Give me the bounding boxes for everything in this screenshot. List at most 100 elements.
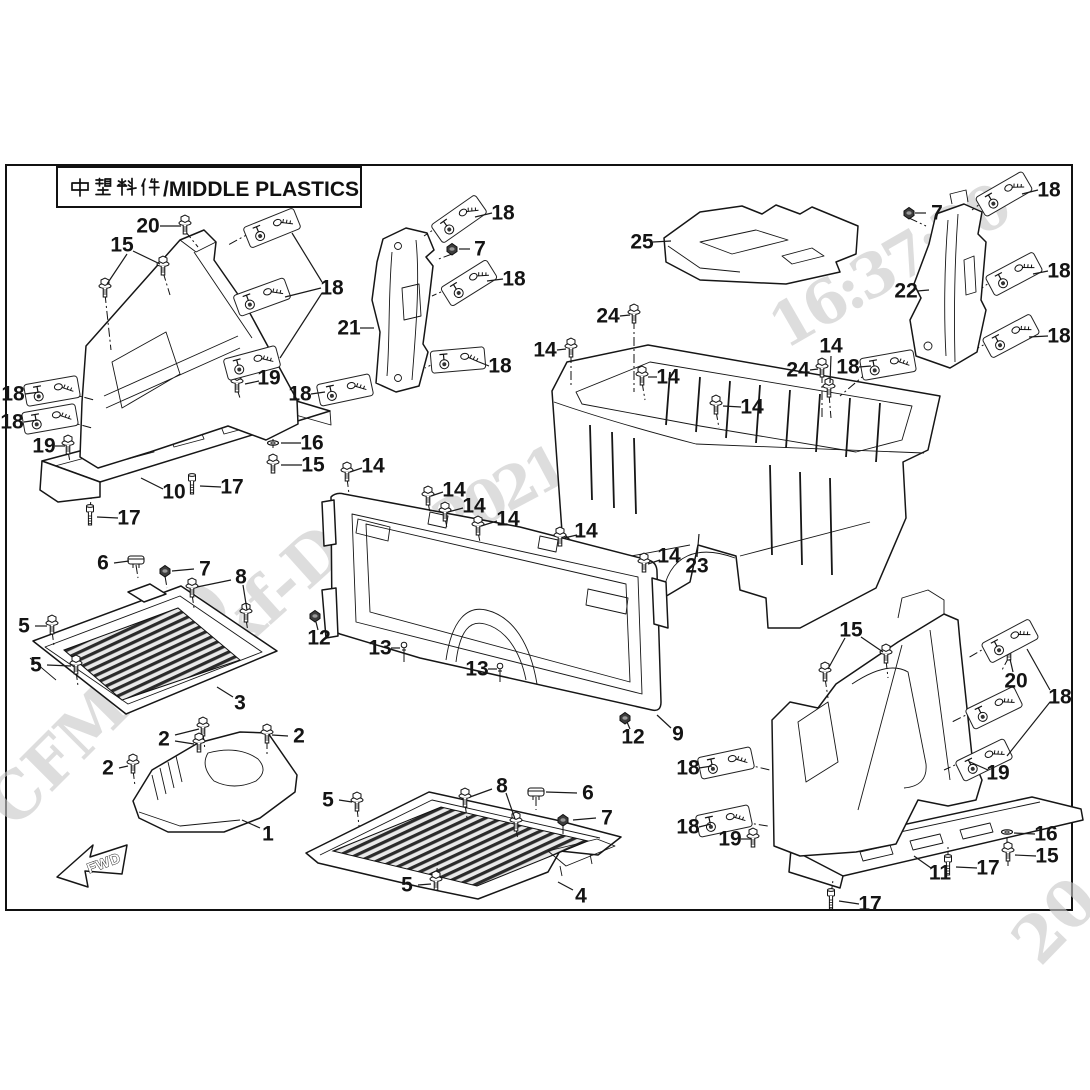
callout-18: 18: [1037, 179, 1061, 202]
callout-18: 18: [491, 202, 515, 225]
callout-14: 14: [361, 455, 385, 478]
leader-line: [838, 900, 860, 905]
callout-13: 13: [465, 658, 488, 681]
callout-3: 3: [234, 692, 246, 715]
leader-line: [174, 740, 195, 745]
callout-12: 12: [621, 726, 644, 749]
callout-19: 19: [986, 762, 1009, 785]
long-bolt-icon: [188, 473, 196, 495]
callout-17: 17: [220, 476, 243, 499]
bolt-icon: [564, 337, 578, 358]
leader-line: [474, 212, 493, 218]
callout-7: 7: [474, 238, 486, 261]
leader-line: [1032, 270, 1049, 275]
title-cn-glyphs: [71, 177, 160, 197]
leader-line: [349, 467, 363, 473]
leader-line: [722, 405, 742, 408]
callout-19: 19: [32, 435, 55, 458]
leader-line: [140, 477, 164, 490]
leader-line: [338, 799, 353, 803]
callout-5: 5: [18, 615, 30, 638]
callout-7: 7: [601, 807, 613, 830]
leader-line: [242, 584, 248, 611]
part-25-tray: [663, 204, 859, 285]
bolt-icon: [746, 827, 760, 848]
leader-line: [955, 866, 978, 869]
part-21-bracket: [371, 227, 435, 393]
leader-line: [310, 391, 326, 395]
callout-14: 14: [819, 335, 843, 358]
leader-line: [23, 419, 39, 423]
callout-14: 14: [462, 495, 486, 518]
leader-line: [113, 560, 130, 564]
bolt-icon: [126, 753, 140, 774]
clip-screw-pair-icon: [439, 258, 499, 308]
callout-14: 14: [657, 545, 681, 568]
callout-12: 12: [307, 627, 330, 650]
leader-line: [96, 516, 119, 519]
part-3-floor-panel: [29, 583, 278, 715]
callout-14: 14: [574, 520, 598, 543]
clip-screw-pair-icon: [981, 313, 1041, 359]
callout-19: 19: [257, 367, 280, 390]
leader-line: [1026, 648, 1051, 691]
leader-line: [698, 823, 712, 828]
clip-screw-pair-icon: [429, 346, 487, 374]
callout-15: 15: [1035, 845, 1059, 868]
leader-line: [809, 368, 819, 371]
callout-22: 22: [894, 280, 917, 303]
part-11-pillar-assembly: [771, 589, 1084, 889]
callout-14: 14: [740, 396, 764, 419]
leader-line: [1009, 658, 1014, 673]
leader-line: [315, 621, 319, 631]
callout-5: 5: [322, 789, 334, 812]
bolt-icon: [266, 453, 280, 474]
bolt-icon: [818, 661, 832, 682]
leader-line: [46, 664, 72, 667]
leader-line: [916, 289, 930, 292]
bolt-icon: [45, 614, 59, 635]
callout-17: 17: [858, 893, 881, 916]
callout-1: 1: [262, 823, 274, 846]
callout-18: 18: [1047, 325, 1071, 348]
leader-line: [417, 883, 432, 886]
callout-18: 18: [502, 268, 526, 291]
callout-24: 24: [596, 305, 620, 328]
callout-7: 7: [199, 558, 211, 581]
bolt-icon: [61, 434, 75, 455]
leader-line: [171, 568, 195, 572]
clip-screw-pair-icon: [858, 348, 918, 382]
callout-14: 14: [533, 339, 557, 362]
leader-line: [284, 287, 322, 298]
clip-screw-pair-icon: [696, 746, 756, 780]
leader-line: [1006, 701, 1051, 757]
leader-line: [626, 721, 631, 730]
nut-icon: [619, 712, 631, 725]
leader-line: [447, 507, 464, 513]
leader-line: [279, 292, 323, 359]
leader-line: [572, 817, 597, 821]
bolt-icon: [350, 791, 364, 812]
leader-line: [291, 232, 323, 283]
leader-line: [1014, 854, 1037, 857]
nut-icon: [159, 565, 171, 578]
clip-screw-pair-icon: [242, 207, 302, 249]
leader-line: [652, 240, 672, 243]
nut-icon: [446, 243, 458, 256]
title-box: [56, 166, 362, 208]
callout-25: 25: [630, 231, 654, 254]
leader-line: [647, 559, 661, 565]
callout-18: 18: [1048, 686, 1072, 709]
leader-line: [557, 881, 574, 891]
leader-line: [244, 380, 260, 385]
bolt-icon: [1001, 841, 1015, 862]
leader-line: [696, 533, 700, 558]
long-bolt-icon: [86, 504, 94, 526]
callout-14: 14: [442, 479, 466, 502]
page-title: /MIDDLE PLASTICS: [163, 178, 359, 201]
leader-line: [1028, 335, 1049, 338]
leader-line: [196, 579, 232, 588]
callout-6: 6: [582, 782, 594, 805]
leader-line: [118, 765, 129, 769]
